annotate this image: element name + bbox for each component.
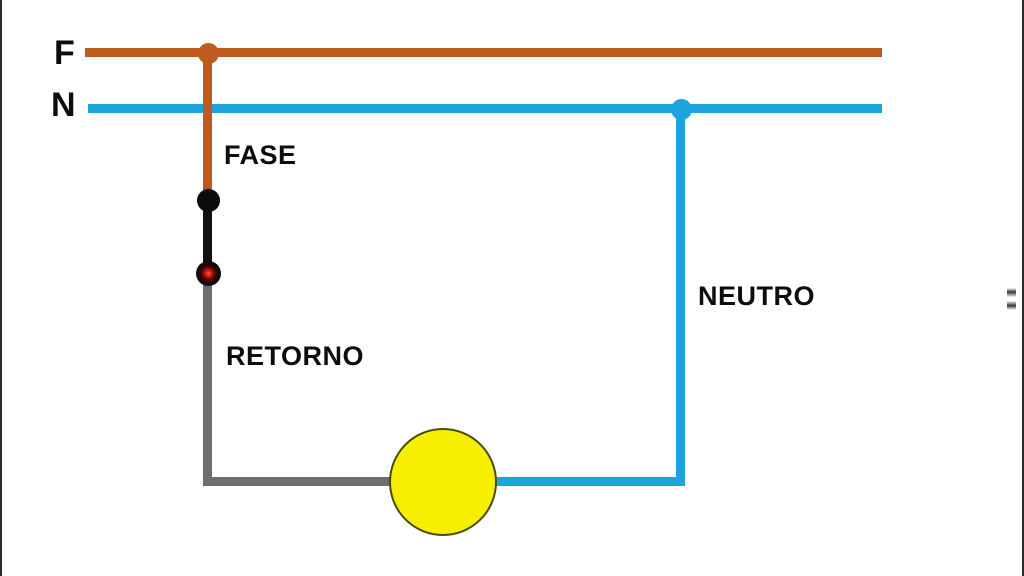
right-frame-edge <box>1022 0 1024 576</box>
neutro-wire-label: NEUTRO <box>698 281 815 311</box>
return-drop-wire <box>203 272 212 486</box>
switch-body[interactable] <box>203 197 212 277</box>
left-frame-edge <box>0 0 2 576</box>
switch-upper-contact[interactable] <box>197 189 220 212</box>
switch-lower-contact-indicator[interactable] <box>196 261 221 286</box>
edge-artifact <box>1007 288 1016 310</box>
phase-terminal-label: F <box>54 34 75 72</box>
return-lamp-wire <box>203 477 399 486</box>
phase-bus-wire <box>85 48 882 57</box>
neutral-bus-wire <box>88 104 882 113</box>
fase-wire-label: FASE <box>224 140 297 170</box>
neutral-terminal-label: N <box>51 86 76 124</box>
lamp[interactable] <box>389 428 497 536</box>
neutral-lamp-wire <box>489 477 685 486</box>
retorno-wire-label: RETORNO <box>226 341 365 371</box>
phase-drop-wire-overlap <box>203 48 212 200</box>
neutral-junction-dot <box>671 99 692 120</box>
phase-junction-dot <box>198 43 219 64</box>
neutral-drop-wire <box>676 104 685 482</box>
